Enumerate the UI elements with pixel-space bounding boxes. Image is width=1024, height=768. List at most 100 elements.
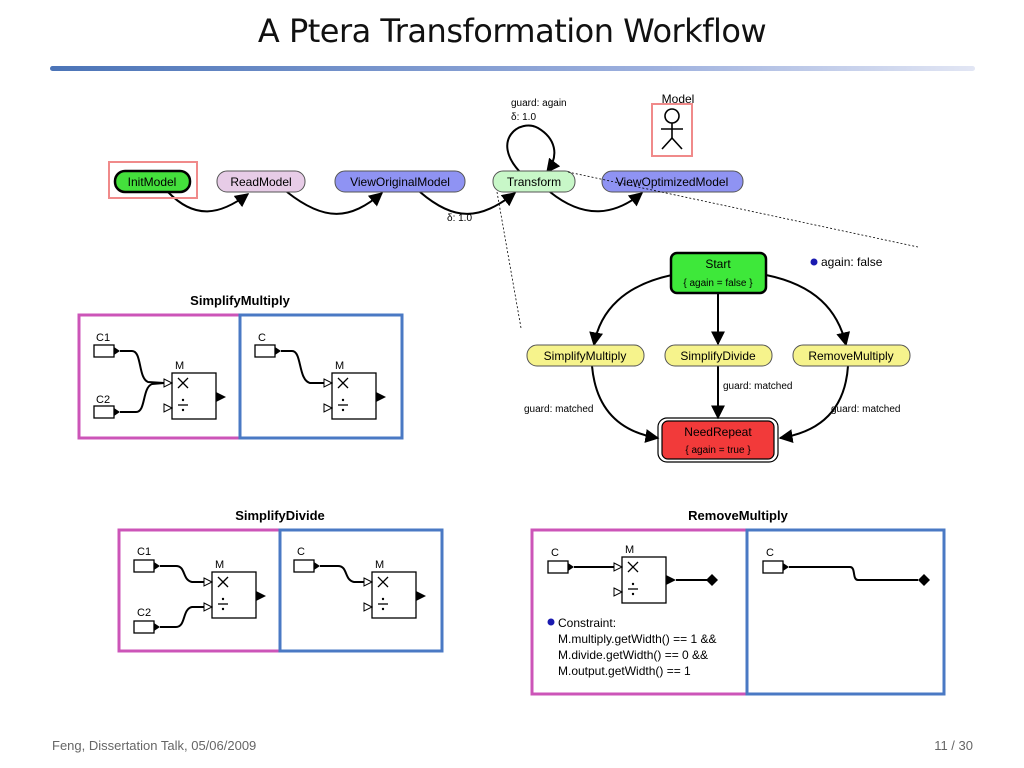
constraint-line-1: M.multiply.getWidth() == 1 && [558,632,717,646]
constant-icon [93,344,120,358]
constant-icon [293,559,320,573]
fsm-edge-remove-needrepeat [778,365,849,444]
sd-lhs-c1-label: C1 [137,546,151,558]
title-divider [50,66,975,71]
rule-simplify-multiply-title: SimplifyMultiply [190,293,290,308]
sm-lhs-actor [171,372,217,420]
zoom-line-left [496,191,522,329]
edge-transform-view-optimized [549,191,644,213]
sd-lhs-wire-1 [160,565,204,583]
rule-simplify-multiply: SimplifyMultiply C1 C2 M C M [77,293,404,440]
divide-icon [378,597,388,611]
constant-icon [547,560,574,574]
edge-delay-label: δ: 1.0 [447,213,472,224]
divide-icon [178,398,188,412]
init-highlight [108,161,198,199]
node-view-optimized-model[interactable]: ViewOptimizedModel [601,170,744,193]
sd-rhs-c-label: C [297,546,305,558]
multiply-icon [217,576,229,588]
sd-rhs-actor [371,571,417,619]
multiply-icon [627,561,639,573]
rm-rhs-c-label: C [766,547,774,559]
constraint-dot [547,618,555,626]
parameter-dot [810,258,818,266]
edge-read-view [286,191,384,215]
slide-title: A Ptera Transformation Workflow [257,12,767,50]
constant-icon [93,405,120,419]
guard-label-remove: guard: matched [831,404,901,415]
node-read-model-label: ReadModel [230,175,291,189]
node-init-model[interactable]: InitModel [113,169,192,194]
divide-icon [338,398,348,412]
model-parameter[interactable]: Model [651,92,695,157]
model-label: Model [662,92,695,106]
divide-icon [628,582,638,596]
node-transform[interactable]: Transform [492,170,576,193]
rule-remove-multiply-title: RemoveMultiply [688,508,788,523]
multiply-icon [177,377,189,389]
multiply-icon [377,576,389,588]
rm-rhs-wire [789,566,918,581]
rule-simplify-divide: SimplifyDivide C1 C2 M C M [117,508,444,653]
page-number: 11 / 30 [934,738,973,753]
actor-icon [661,108,683,150]
model-highlight [651,103,693,157]
constraint-title: Constraint: [558,616,616,630]
transform-fsm: Start { again = false } again: false Sim… [524,251,911,463]
sd-rhs-m-label: M [375,559,384,571]
fsm-state-simplify-multiply[interactable]: SimplifyMultiply [526,344,645,367]
fsm-state-remove-multiply[interactable]: RemoveMultiply [792,344,911,367]
sd-lhs-m-label: M [215,559,224,571]
constant-icon [133,559,160,573]
sm-lhs-c1-label: C1 [96,332,110,344]
fsm-state-simplify-divide-label: SimplifyDivide [680,349,756,363]
sm-lhs-m-label: M [175,360,184,372]
constant-icon [762,560,789,574]
guard-label-multiply: guard: matched [524,404,594,415]
edge-view-transform [419,191,517,215]
sd-lhs-c2-label: C2 [137,607,151,619]
fsm-state-remove-multiply-label: RemoveMultiply [808,349,893,363]
fsm-state-simplify-divide[interactable]: SimplifyDivide [664,344,773,367]
fsm-state-simplify-multiply-label: SimplifyMultiply [544,349,627,363]
fsm-state-start-action: { again = false } [683,278,753,289]
guard-label-divide: guard: matched [723,381,793,392]
fsm-state-need-repeat-action: { again = true } [685,445,751,456]
fsm-state-start[interactable]: Start { again = false } [669,251,768,295]
top-workflow: guard: again δ: 1.0 δ: 1.0 InitModel Rea… [108,92,919,329]
edge-init-read [167,191,250,213]
node-read-model[interactable]: ReadModel [216,170,306,193]
parameter-again: again: false [821,255,883,269]
rm-lhs-actor [621,556,667,604]
constraint-line-3: M.output.getWidth() == 1 [558,664,691,678]
fsm-state-need-repeat-label: NeedRepeat [684,425,752,439]
sd-lhs-actor [211,571,257,619]
node-transform-label: Transform [507,175,561,189]
fsm-state-need-repeat[interactable]: NeedRepeat { again = true } [657,417,779,463]
rm-lhs-output-port [706,574,718,586]
node-init-model-label: InitModel [128,175,177,189]
sm-rhs-m-label: M [335,360,344,372]
rule-remove-multiply-rhs [745,528,946,696]
fsm-state-start-label: Start [705,257,731,271]
edge-self-loop [506,124,561,174]
rule-simplify-divide-title: SimplifyDivide [235,508,325,523]
constant-icon [133,620,160,634]
fsm-edge-multiply-needrepeat [591,365,660,443]
multiply-icon [337,377,349,389]
node-view-original-model-label: ViewOriginalModel [350,175,450,189]
footer-author: Feng, Dissertation Talk, 05/06/2009 [52,738,257,753]
sm-rhs-actor [331,372,377,420]
fsm-edge-start-multiply [589,274,673,347]
node-view-optimized-model-label: ViewOptimizedModel [616,175,729,189]
self-loop-guard: guard: again [511,98,567,109]
node-view-original-model[interactable]: ViewOriginalModel [334,170,466,193]
rm-rhs-output-port [918,574,930,586]
self-loop-delay: δ: 1.0 [511,112,536,123]
rule-remove-multiply: RemoveMultiply C M Constraint: M.multipl… [530,508,946,696]
sm-lhs-wire-1 [120,350,165,384]
sd-lhs-wire-2 [160,606,204,628]
sm-rhs-wire [281,350,324,384]
sm-lhs-wire-2 [120,382,165,413]
